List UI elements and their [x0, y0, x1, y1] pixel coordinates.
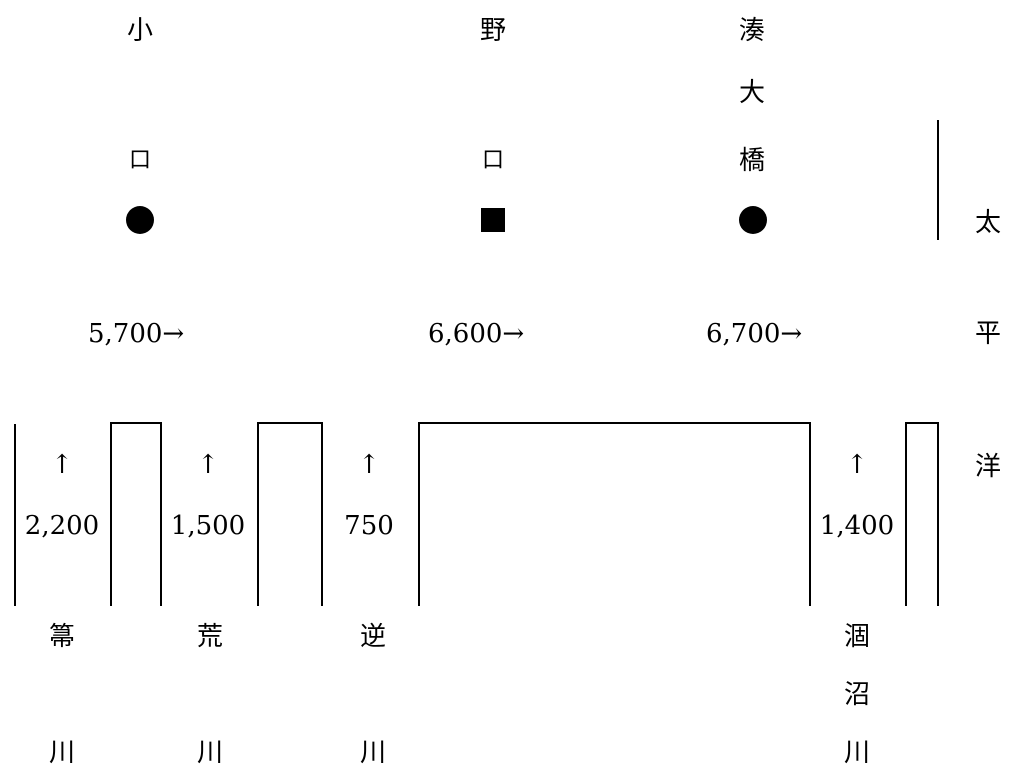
- tributary-name-char: 箒: [48, 622, 76, 652]
- point-label-char: 口: [481, 148, 505, 173]
- main-flow-label: 6,600→: [428, 319, 525, 349]
- bank-line: [418, 422, 811, 424]
- tributary-name-char: 川: [48, 738, 76, 768]
- main-flow-label: 5,700→: [88, 319, 185, 349]
- bank-line: [110, 424, 112, 606]
- up-arrow-icon: ↑: [846, 450, 868, 480]
- bank-line: [257, 424, 259, 606]
- coastline: [937, 120, 939, 240]
- tributary-name-char: 荒: [196, 622, 224, 652]
- tributary-name-char: 川: [359, 738, 387, 768]
- point-label-char: 野: [479, 16, 507, 46]
- sea-label-char: 平: [975, 319, 1002, 349]
- tributary-name-char: 逆: [359, 622, 387, 652]
- up-arrow-icon: ↑: [358, 450, 380, 480]
- bank-line: [905, 422, 939, 424]
- tributary-flow-label: 2,200: [24, 511, 100, 541]
- tributary-name-char: 川: [843, 738, 871, 768]
- bank-line: [905, 424, 907, 606]
- tributary-name-char: 涸: [843, 622, 871, 652]
- tributary-name-char: 沼: [843, 680, 871, 710]
- circle-marker: [126, 206, 154, 234]
- bank-line: [14, 424, 16, 606]
- point-label-char: 湊: [738, 16, 766, 46]
- main-flow-label: 6,700→: [706, 319, 803, 349]
- up-arrow-icon: ↑: [51, 450, 73, 480]
- tributary-flow-label: 1,500: [170, 511, 246, 541]
- bank-line: [321, 424, 323, 606]
- sea-label-char: 太: [975, 208, 1002, 238]
- bank-line: [257, 422, 323, 424]
- bank-line: [110, 422, 162, 424]
- tributary-flow-label: 1,400: [819, 511, 895, 541]
- point-label-char: 大: [738, 78, 766, 108]
- bank-line: [809, 424, 811, 606]
- bank-line: [160, 424, 162, 606]
- sea-label-char: 洋: [975, 452, 1002, 482]
- point-label-char: 橋: [738, 146, 766, 176]
- bank-line: [937, 424, 939, 606]
- point-label-char: 小: [126, 16, 154, 46]
- circle-marker: [739, 206, 767, 234]
- point-label-char: 口: [128, 148, 152, 173]
- tributary-name-char: 川: [196, 738, 224, 768]
- square-marker: [481, 208, 505, 232]
- tributary-flow-label: 750: [344, 511, 394, 541]
- bank-line: [418, 424, 420, 606]
- up-arrow-icon: ↑: [197, 450, 219, 480]
